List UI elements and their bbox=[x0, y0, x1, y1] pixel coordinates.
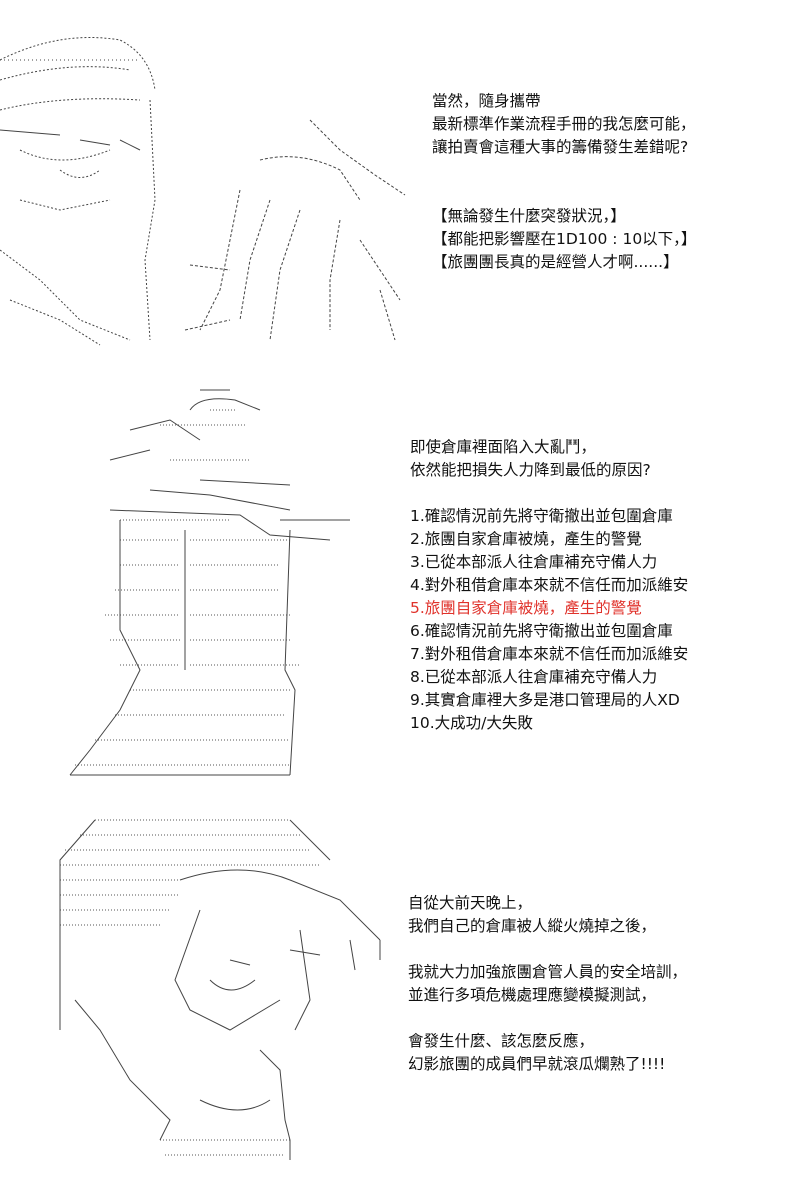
option-10: 10.大成功/大失敗 bbox=[410, 714, 533, 732]
panel-3-text: 自從大前天晚上， 我們自己的倉庫被人縱火燒掉之後， 我就大力加強旅團倉管人員的安… bbox=[408, 892, 687, 1076]
text-line: 並進行多項危機處理應變模擬測試， bbox=[408, 986, 657, 1004]
text-line: 我就大力加強旅團倉管人員的安全培訓， bbox=[408, 963, 688, 981]
text-line: 幻影旅團的成員們早就滾瓜爛熟了!!!! bbox=[408, 1055, 666, 1073]
panel-1-text: 當然，隨身攜帶 最新標準作業流程手冊的我怎麼可能， 讓拍賣會這種大事的籌備發生差… bbox=[432, 90, 696, 274]
panel-2: 即使倉庫裡面陷入大亂鬥， 依然能把損失人力降到最低的原因? 1.確認情況前先將守… bbox=[0, 370, 800, 790]
option-9: 9.其實倉庫裡大多是港口管理局的人XD bbox=[410, 691, 680, 709]
option-8: 8.已從本部派人往倉庫補充守備人力 bbox=[410, 668, 658, 686]
text-line bbox=[432, 159, 696, 182]
option-7: 7.對外租借倉庫本來就不信任而加派維安 bbox=[410, 645, 689, 663]
panel-2-text: 即使倉庫裡面陷入大亂鬥， 依然能把損失人力降到最低的原因? 1.確認情況前先將守… bbox=[410, 436, 688, 735]
text-line: 我們自己的倉庫被人縱火燒掉之後， bbox=[408, 917, 657, 935]
option-2: 2.旅團自家倉庫被燒，產生的警覺 bbox=[410, 530, 642, 548]
option-6: 6.確認情況前先將守衛撤出並包圍倉庫 bbox=[410, 622, 673, 640]
ascii-art-two-characters bbox=[0, 37, 406, 346]
panel-3: 自從大前天晚上， 我們自己的倉庫被人縱火燒掉之後， 我就大力加強旅團倉管人員的安… bbox=[0, 800, 800, 1200]
text-line bbox=[408, 938, 687, 961]
text-line: 【旅團團長真的是經營人才啊......】 bbox=[432, 253, 679, 271]
text-line: 最新標準作業流程手冊的我怎麼可能， bbox=[432, 115, 696, 133]
text-line: 當然，隨身攜帶 bbox=[432, 92, 541, 110]
text-line: 即使倉庫裡面陷入大亂鬥， bbox=[410, 438, 597, 456]
spacer bbox=[410, 482, 688, 505]
text-line: 依然能把損失人力降到最低的原因? bbox=[410, 461, 651, 479]
option-1: 1.確認情況前先將守衛撤出並包圍倉庫 bbox=[410, 507, 673, 525]
text-line bbox=[408, 1007, 687, 1030]
text-line: 會發生什麼、該怎麼反應， bbox=[408, 1032, 595, 1050]
text-line: 【無論發生什麼突發狀況，】 bbox=[432, 207, 626, 225]
ascii-art-character-with-hood bbox=[59, 819, 381, 1160]
ascii-art-dark-coat-figure bbox=[69, 389, 350, 776]
text-line: 讓拍賣會這種大事的籌備發生差錯呢? bbox=[432, 138, 689, 156]
option-5-highlighted: 5.旅團自家倉庫被燒，產生的警覺 bbox=[410, 599, 642, 617]
option-4: 4.對外租借倉庫本來就不信任而加派維安 bbox=[410, 576, 689, 594]
panel-1: 當然，隨身攜帶 最新標準作業流程手冊的我怎麼可能， 讓拍賣會這種大事的籌備發生差… bbox=[0, 0, 800, 370]
text-line: 自從大前天晚上， bbox=[408, 894, 533, 912]
text-line bbox=[432, 182, 696, 205]
option-3: 3.已從本部派人往倉庫補充守備人力 bbox=[410, 553, 658, 571]
text-line: 【都能把影響壓在1D100 : 10以下，】 bbox=[432, 230, 697, 248]
